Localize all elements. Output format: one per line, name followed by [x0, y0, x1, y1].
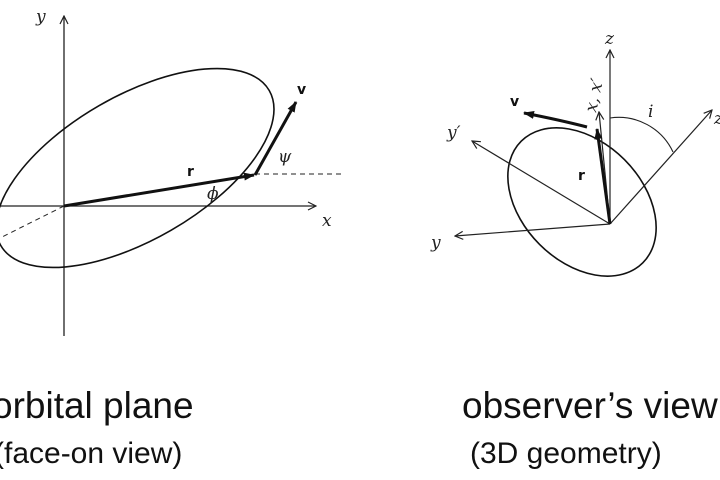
psi-label: ψ — [278, 147, 292, 167]
v-vector — [253, 101, 298, 176]
v-label: v — [297, 82, 306, 98]
z-prime-label: z′ — [713, 109, 720, 129]
r-label: r — [187, 164, 194, 180]
z-prime-axis — [609, 110, 712, 225]
orbit-ellipse-3d — [507, 127, 657, 277]
observer-panel: z x, x′ y y′ z′ i r v — [430, 29, 720, 277]
v-vector-3d — [523, 110, 588, 129]
v-label-3d: v — [510, 94, 519, 110]
y-prime-axis — [472, 141, 611, 225]
phi-label: ϕ — [207, 184, 219, 204]
r-vector-3d — [594, 128, 612, 225]
orbit-ellipse — [0, 67, 275, 269]
right-caption-title: observer’s view — [462, 385, 718, 426]
y-prime-label: y′ — [446, 123, 461, 143]
face-on-panel: y x r v ϕ ψ — [0, 7, 342, 336]
inclination-label: i — [648, 102, 653, 122]
z-axis-label: z — [604, 29, 615, 49]
r-vector — [63, 172, 255, 208]
inclination-arc — [609, 116, 674, 153]
left-caption-subtitle: (face-on view) — [0, 437, 182, 470]
right-caption-subtitle: (3D geometry) — [470, 437, 662, 470]
x-axis-label-3d: x, x′ — [581, 77, 608, 114]
apsidal-dashed-line — [0, 205, 65, 239]
r-label-3d: r — [578, 168, 585, 184]
y-axis-3d — [455, 223, 611, 236]
x-axis-label: x — [322, 211, 332, 231]
left-caption-title: orbital plane — [0, 385, 194, 426]
y-axis-label-3d: y — [430, 233, 441, 253]
y-axis-label: y — [35, 7, 46, 27]
